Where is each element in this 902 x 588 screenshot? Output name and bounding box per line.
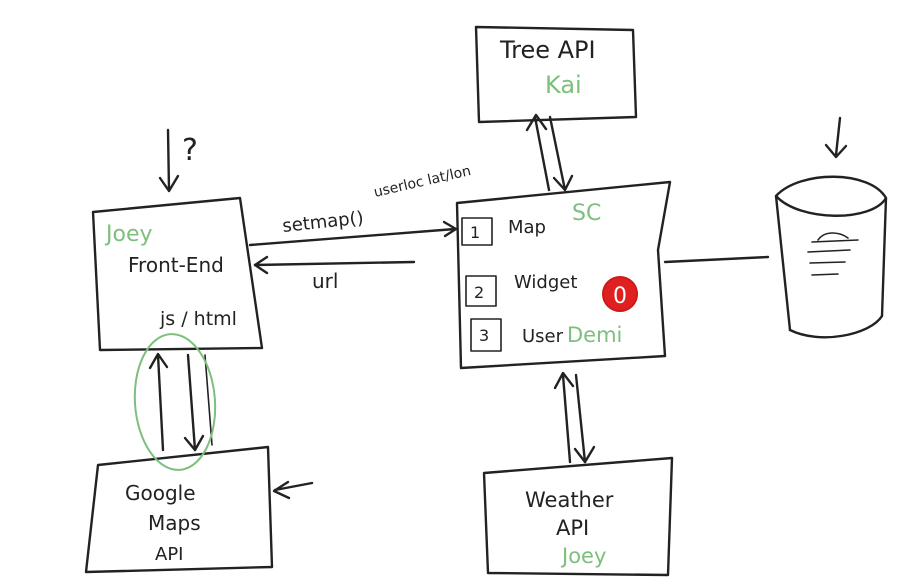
fg-arrowhead-up [148, 352, 169, 370]
setmap-arrowhead [442, 220, 458, 238]
sc-item-3-num: 3 [479, 326, 489, 345]
sc-item-2-label: Widget [514, 272, 577, 293]
sc-box: SC 1 Map 2 Widget 3 User Demi 0 [455, 180, 672, 370]
sw-line-1 [561, 373, 572, 464]
tree-sc-arrowhead-down [552, 174, 574, 192]
database-cylinder [774, 175, 888, 339]
setmap-line [248, 227, 457, 247]
front-end-box: Joey Front-End js / html [91, 196, 264, 352]
tree-api-owner: Kai [545, 71, 582, 99]
front-end-title: Front-End [128, 253, 224, 277]
url-label: url [312, 269, 338, 293]
db-left-side [774, 194, 792, 332]
google-maps-line1: Google [125, 481, 196, 505]
sc-item-1-num: 1 [470, 223, 480, 242]
fg-line-extra [204, 354, 213, 446]
weather-api-border [482, 456, 674, 577]
incoming-arrowhead [158, 174, 180, 193]
tree-sc-arrowhead-up [525, 113, 548, 132]
tree-api-border [474, 25, 638, 124]
front-end-owner: Joey [104, 222, 153, 247]
userloc-label: userloc lat/lon [372, 163, 472, 201]
red-marker-icon [602, 276, 638, 312]
red-marker-text: 0 [613, 284, 627, 309]
db-incoming-line [834, 116, 842, 157]
tree-sc-arrows [525, 113, 574, 192]
sc-border [455, 180, 672, 370]
sc-weather-arrows [553, 371, 596, 464]
db-scribble [817, 232, 849, 241]
fg-arrowhead-down [183, 434, 205, 452]
database-incoming-arrow [824, 116, 848, 159]
tree-sc-line-1 [533, 115, 551, 192]
weather-api-box: Weather API Joey [482, 456, 674, 577]
sw-arrowhead-down [573, 445, 596, 464]
weather-api-line1: Weather [525, 488, 614, 512]
tree-sc-line-2 [548, 115, 567, 192]
db-top-ellipse [774, 175, 888, 217]
google-maps-line2: Maps [148, 511, 201, 535]
question-mark: ? [182, 133, 198, 168]
sc-database-line [663, 255, 770, 264]
setmap-label: setmap() [281, 208, 364, 237]
sc-item-3-box [470, 318, 502, 352]
db-content-lines [807, 239, 859, 276]
google-maps-box: Google Maps API [84, 445, 274, 574]
tree-api-title: Tree API [499, 36, 596, 64]
db-right-side [880, 196, 888, 318]
weather-api-line2: API [556, 516, 589, 540]
weather-api-owner: Joey [560, 544, 606, 568]
sw-arrowhead-up [553, 371, 575, 390]
fg-line-down [186, 353, 197, 452]
sc-item-1-label: Map [508, 217, 546, 238]
google-maps-line3: API [155, 544, 183, 565]
db-incoming-arrowhead [824, 143, 848, 159]
sc-item-1-box [461, 217, 493, 246]
url-line [253, 260, 416, 267]
front-sc-arrows: setmap() url userloc lat/lon [248, 163, 473, 293]
sc-item-2-num: 2 [474, 283, 484, 302]
front-end-incoming-arrow: ? [158, 128, 198, 193]
incoming-line [166, 128, 171, 192]
green-highlight-ellipse [133, 333, 217, 471]
fg-line-up [156, 353, 165, 452]
sc-title: SC [572, 201, 601, 226]
sw-line-2 [574, 373, 587, 464]
sc-item-3-label: User [522, 326, 564, 347]
front-google-arrows [133, 333, 217, 471]
sc-user-owner: Demi [567, 323, 622, 347]
google-maps-incoming-arrow [272, 480, 314, 500]
url-arrowhead [253, 255, 269, 275]
gm-incoming-line [273, 481, 314, 492]
tree-api-box: Tree API Kai [474, 25, 638, 124]
sc-item-2-box [465, 275, 497, 307]
google-maps-border [84, 445, 274, 574]
front-end-tech: js / html [159, 308, 237, 330]
db-bottom-curve [788, 314, 884, 339]
front-end-border [91, 196, 264, 352]
gm-incoming-arrowhead [272, 480, 291, 500]
